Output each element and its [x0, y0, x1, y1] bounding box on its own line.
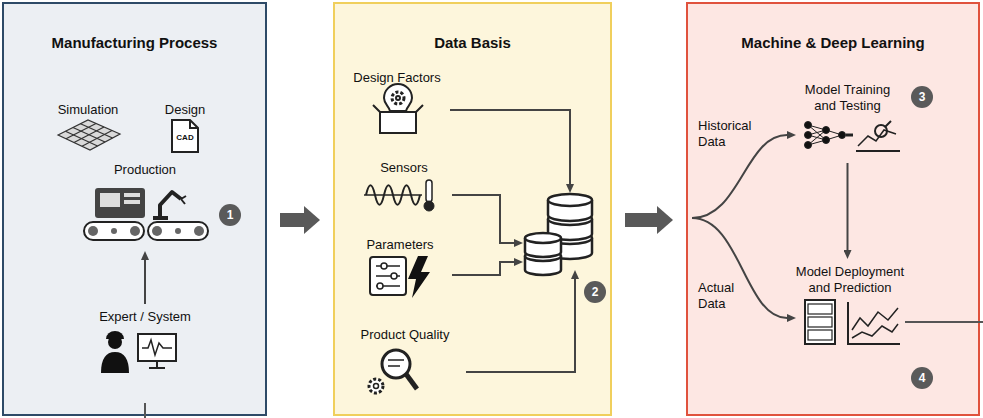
item-group: Model Training and Testing [790, 80, 905, 160]
panel-title: Manufacturing Process [4, 34, 265, 51]
callout-number: 3 [911, 86, 933, 108]
product-quality-icon [369, 350, 417, 393]
connector-arrow [847, 163, 849, 250]
flow-arrow [280, 213, 304, 227]
data-split-curves [692, 135, 787, 318]
panel-title: Data Basis [335, 34, 610, 51]
stage-panel: Design FactorsSensorsParametersProduct Q… [333, 2, 612, 416]
data-feed-lines [450, 110, 575, 372]
item-group: Simulation [43, 100, 133, 156]
neural-network-icon [805, 121, 901, 151]
flow-label: Actual Data [698, 280, 746, 311]
callout-number: 1 [219, 204, 241, 226]
sensors-icon [364, 180, 434, 211]
simulation-mesh-icon [58, 120, 120, 150]
parameters-icon [370, 256, 430, 298]
output-line [905, 321, 983, 323]
panel-title: Machine & Deep Learning [688, 34, 978, 51]
item-label: Product Quality [361, 327, 450, 343]
production-machines-icon [84, 188, 208, 240]
connector-arrow [144, 260, 146, 304]
expert-system-icon [101, 331, 176, 373]
item-group: Expert / System [80, 307, 210, 377]
flow-arrow [625, 213, 657, 227]
item-label: Design [165, 102, 205, 118]
item-label: Simulation [58, 102, 119, 118]
flow-label: Historical Data [698, 118, 760, 149]
item-group: Design Factors [350, 68, 444, 138]
item-label: Design Factors [353, 70, 440, 86]
item-group: Design [145, 100, 225, 156]
design-factors-icon [373, 84, 423, 133]
item-label: Production [114, 162, 176, 178]
item-label: Sensors [380, 160, 428, 176]
item-group: Product Quality [350, 325, 460, 402]
item-group: Parameters [355, 235, 445, 302]
input-line [144, 403, 146, 418]
item-group: Model Deployment and Prediction [784, 262, 916, 352]
cad-document-icon [172, 120, 198, 152]
item-label: Expert / System [99, 309, 191, 325]
callout-number: 2 [584, 281, 606, 303]
server-chart-icon [805, 300, 900, 344]
item-label: Model Training and Testing [795, 82, 900, 113]
callout-number: 4 [911, 367, 933, 389]
cad-label: CAD [172, 133, 198, 143]
item-label: Model Deployment and Prediction [787, 264, 913, 295]
item-label: Parameters [366, 237, 433, 253]
item-group: Sensors [362, 158, 446, 214]
item-group: Production [75, 160, 215, 248]
database-icon [525, 194, 592, 275]
stage-panel: Model Training and TestingModel Deployme… [686, 2, 980, 416]
